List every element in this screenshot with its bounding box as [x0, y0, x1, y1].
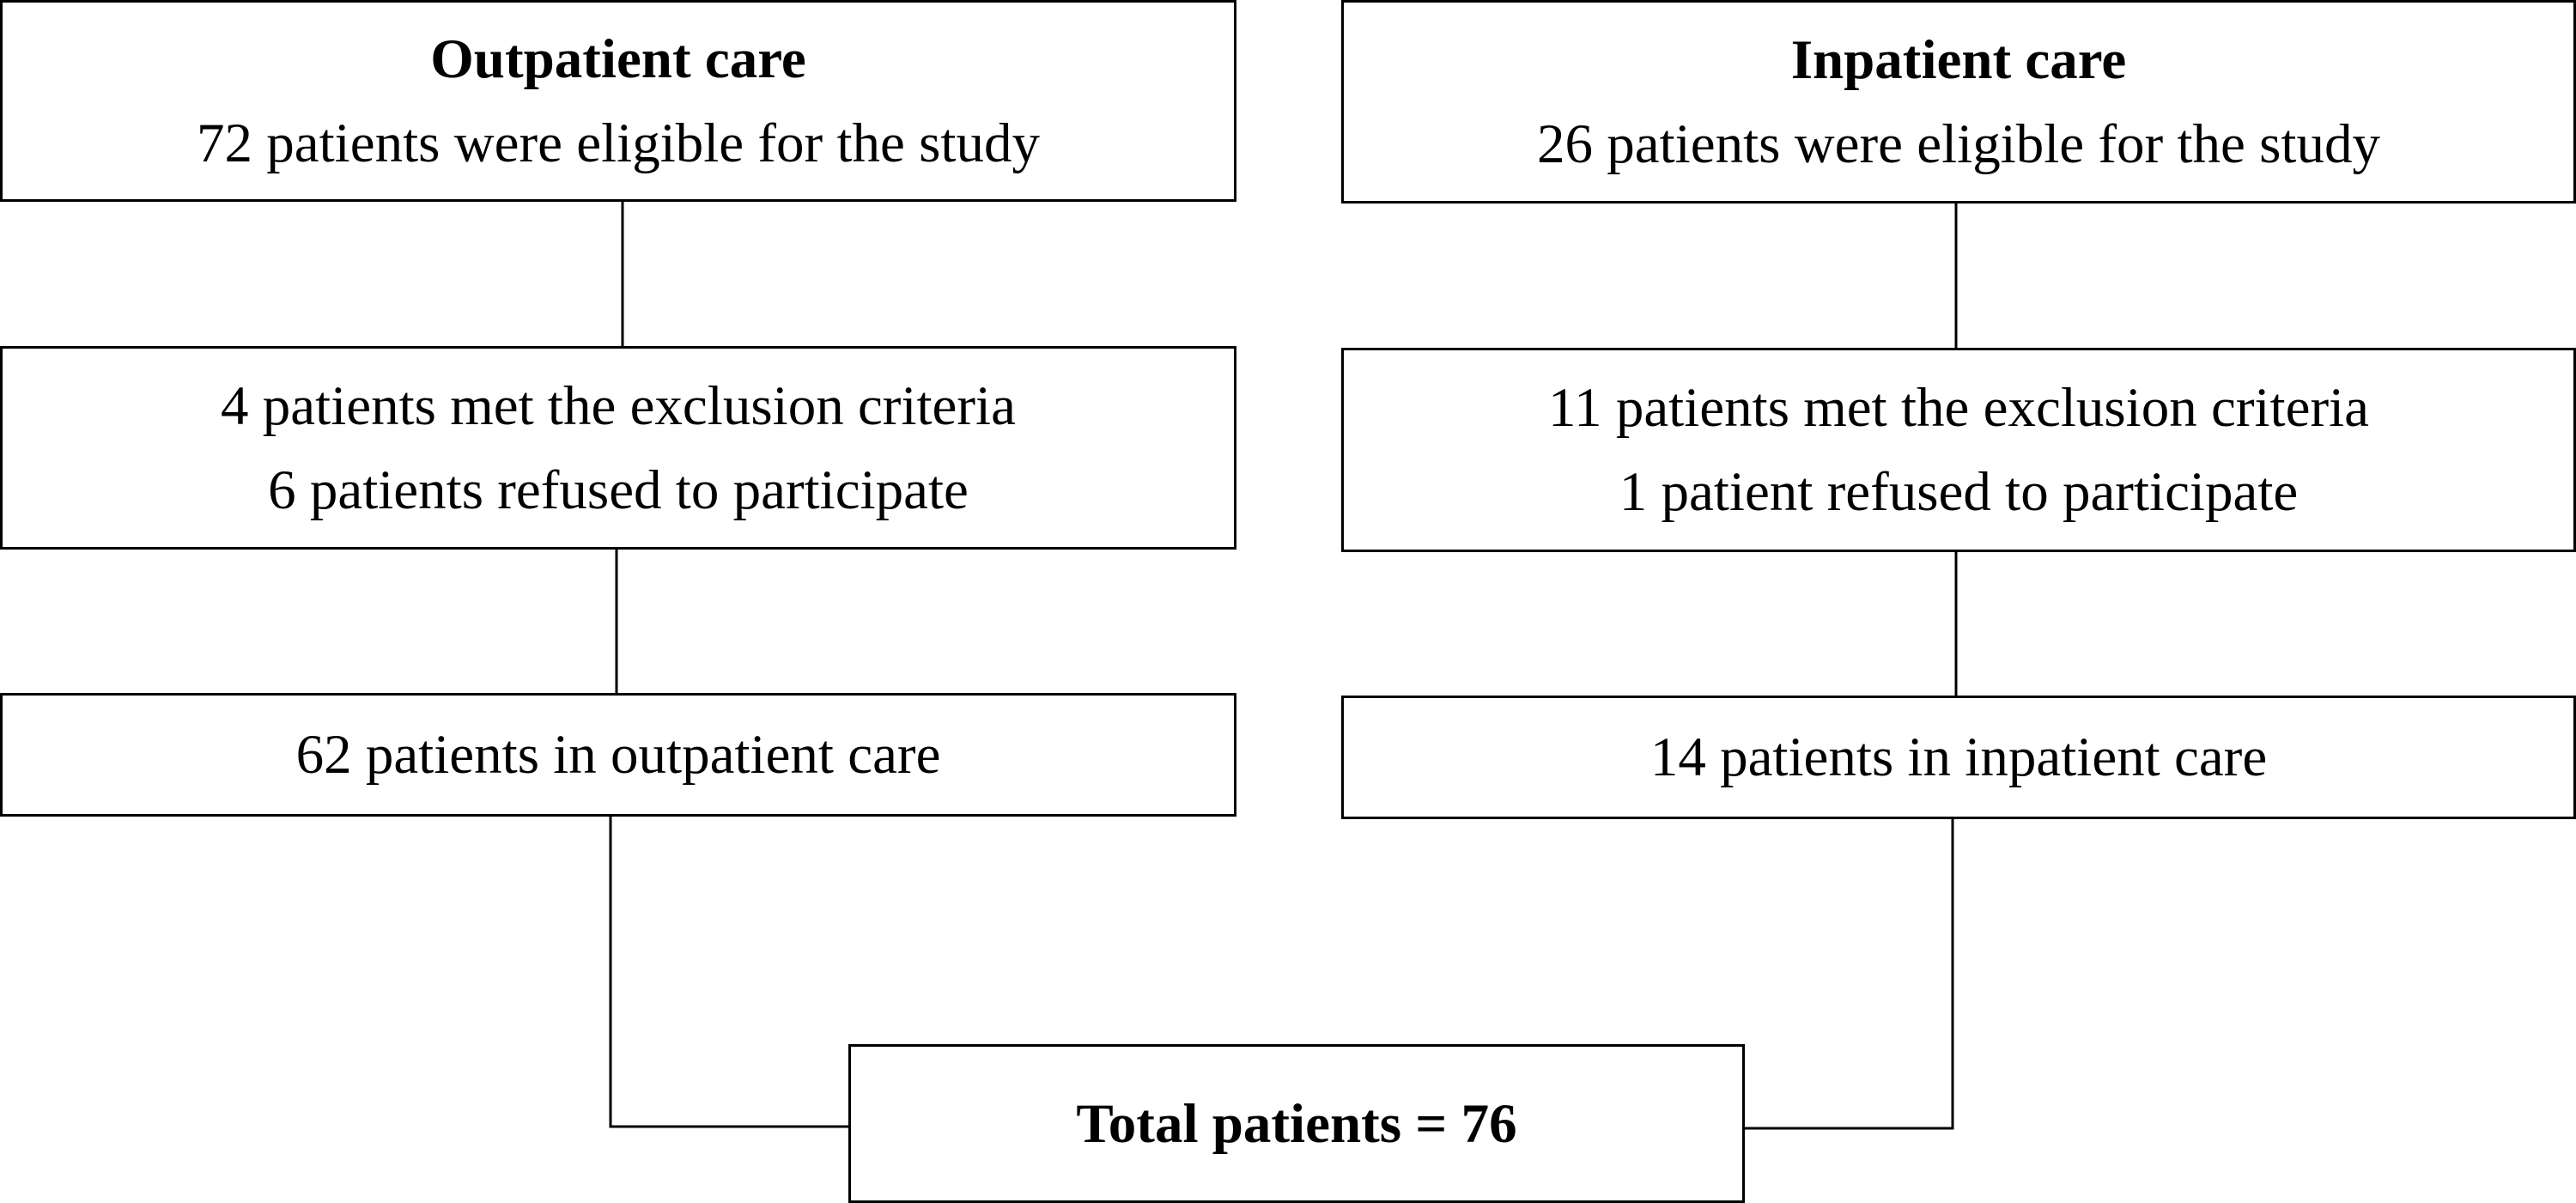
- inpatient-title: Inpatient care: [1790, 28, 2127, 91]
- inpatient-excluded-box: 11 patients met the exclusion criteria 1…: [1341, 348, 2576, 552]
- outpatient-excluded-box: 4 patients met the exclusion criteria 6 …: [0, 346, 1236, 550]
- outpatient-result-box: 62 patients in outpatient care: [0, 693, 1236, 817]
- inpatient-result-box: 14 patients in inpatient care: [1341, 696, 2576, 819]
- total-patients-box: Total patients = 76: [848, 1044, 1745, 1203]
- total-patients-text: Total patients = 76: [1076, 1092, 1517, 1155]
- inpatient-connector-to-total: [1743, 819, 1954, 1130]
- inpatient-eligible-text: 26 patients were eligible for the study: [1537, 112, 2380, 175]
- outpatient-result-text: 62 patients in outpatient care: [295, 724, 941, 786]
- outpatient-eligible-box: Outpatient care 72 patients were eligibl…: [0, 0, 1236, 202]
- inpatient-eligible-box: Inpatient care 26 patients were eligible…: [1341, 0, 2576, 204]
- outpatient-title: Outpatient care: [430, 27, 806, 90]
- inpatient-refused-text: 1 patient refused to participate: [1619, 461, 2299, 523]
- inpatient-result-text: 14 patients in inpatient care: [1649, 726, 2268, 788]
- outpatient-refused-text: 6 patients refused to participate: [268, 459, 969, 521]
- outpatient-eligible-text: 72 patients were eligible for the study: [197, 112, 1040, 174]
- outpatient-exclusion-criteria-text: 4 patients met the exclusion criteria: [221, 374, 1016, 437]
- outpatient-connector-to-total: [609, 816, 850, 1128]
- inpatient-exclusion-criteria-text: 11 patients met the exclusion criteria: [1547, 377, 2370, 439]
